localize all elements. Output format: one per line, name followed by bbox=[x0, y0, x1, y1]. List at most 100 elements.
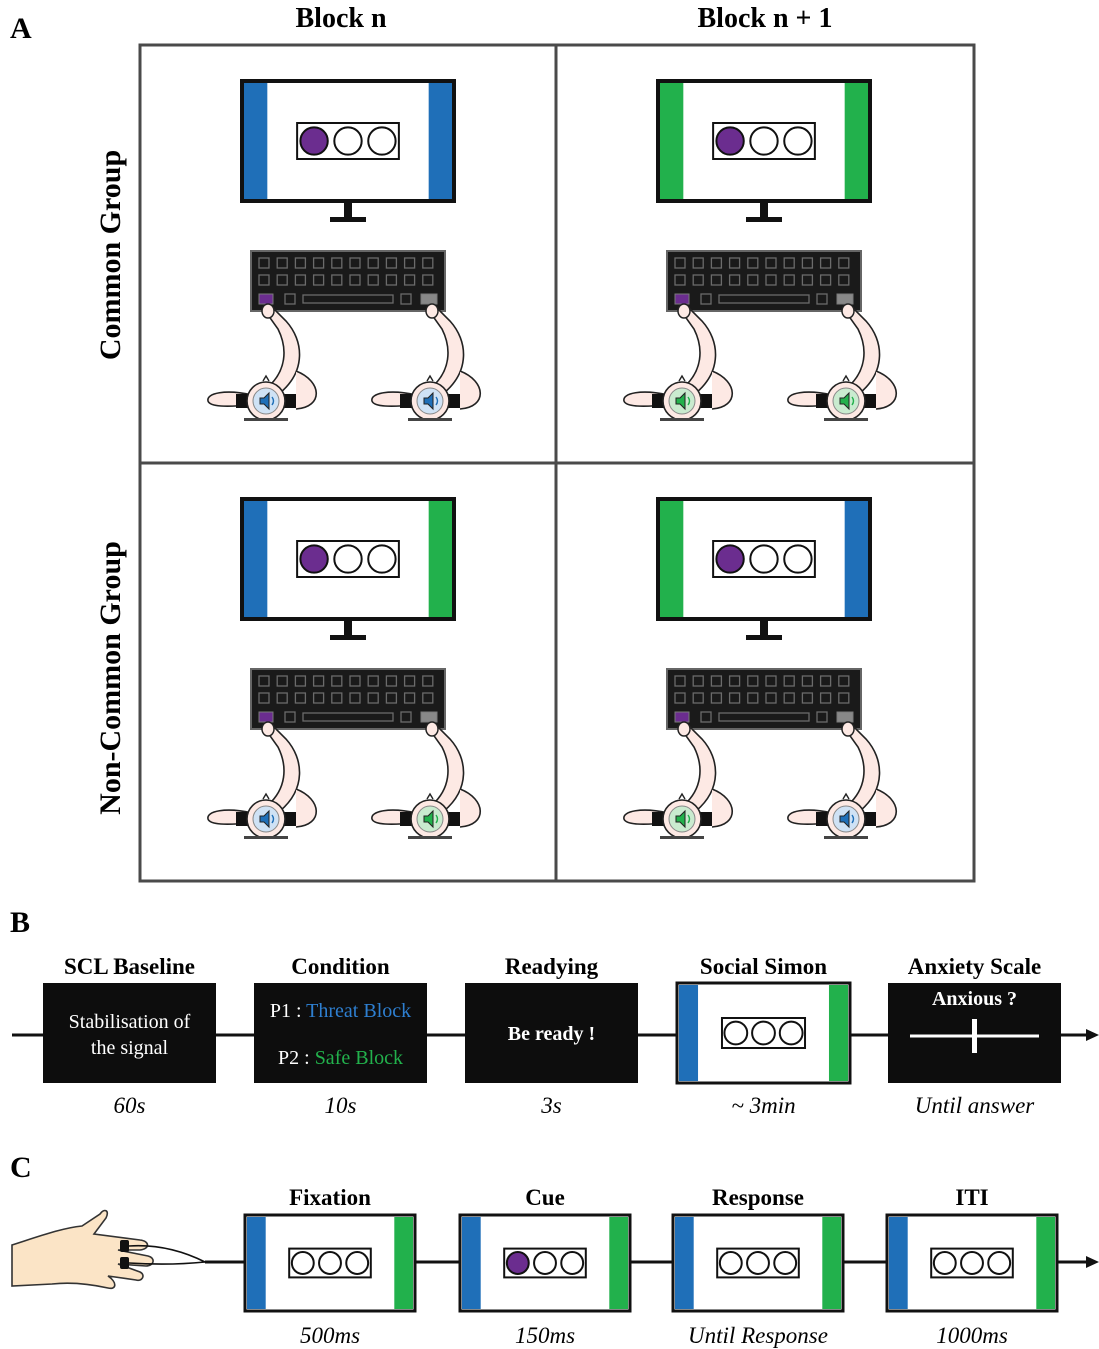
screen-right-bar bbox=[822, 1217, 841, 1309]
stage-text: Be ready ! bbox=[508, 1023, 595, 1045]
stage-text: the signal bbox=[91, 1037, 169, 1059]
key bbox=[819, 675, 832, 687]
response-key-left bbox=[674, 293, 690, 305]
grid-cell bbox=[623, 497, 898, 839]
cue-circles bbox=[712, 540, 816, 578]
stage-duration: 10s bbox=[325, 1093, 357, 1118]
key bbox=[349, 692, 361, 704]
response-key-left bbox=[258, 711, 274, 723]
key bbox=[816, 293, 828, 305]
key bbox=[400, 293, 412, 305]
screen-left-bar bbox=[660, 83, 684, 199]
stimulus-screen bbox=[675, 981, 852, 1085]
head-top bbox=[842, 792, 850, 800]
key bbox=[710, 274, 723, 286]
speaker-icon bbox=[259, 391, 270, 411]
key bbox=[284, 711, 296, 723]
key bbox=[692, 692, 704, 704]
cue-circle bbox=[560, 1251, 585, 1275]
timeline-stage: Social Simon~ 3min bbox=[675, 954, 852, 1118]
stage-duration: 60s bbox=[114, 1093, 146, 1118]
chair bbox=[824, 836, 868, 839]
key bbox=[331, 257, 343, 269]
stage-title: SCL Baseline bbox=[64, 954, 195, 979]
stage-box bbox=[465, 983, 638, 1083]
panel-b: B SCL Baseline 60s Stabilisation of the sign… bbox=[10, 906, 1099, 1118]
grid-cell bbox=[623, 79, 898, 421]
electrode-wire bbox=[128, 1261, 206, 1265]
screen-right-bar bbox=[1036, 1217, 1055, 1309]
row-header: Common Group bbox=[94, 150, 127, 360]
stimulus-screen bbox=[671, 1213, 845, 1313]
sound-wave bbox=[435, 396, 439, 406]
chair bbox=[408, 836, 452, 839]
cue-circle-filled bbox=[299, 544, 329, 574]
key bbox=[276, 257, 288, 269]
key bbox=[747, 692, 759, 704]
monitor-neck bbox=[760, 201, 768, 219]
condition-line-p1: P1 : Threat Block bbox=[270, 1000, 411, 1022]
key bbox=[284, 293, 296, 305]
sound-wave bbox=[435, 814, 439, 824]
monitor-base bbox=[330, 217, 366, 222]
cue-circles bbox=[296, 540, 400, 578]
cue-circle bbox=[783, 544, 813, 574]
key bbox=[674, 675, 686, 687]
key bbox=[403, 274, 416, 286]
spacebar bbox=[302, 712, 394, 722]
keyboard bbox=[666, 250, 862, 312]
monitor bbox=[240, 79, 456, 222]
shoulder bbox=[875, 788, 898, 828]
key bbox=[710, 257, 723, 269]
electrode bbox=[120, 1257, 129, 1269]
stage-duration: Until answer bbox=[915, 1093, 1036, 1118]
spacebar bbox=[718, 294, 810, 304]
key bbox=[700, 293, 712, 305]
shoulder bbox=[711, 788, 734, 828]
sound-wave bbox=[687, 814, 691, 824]
response-key-right bbox=[420, 293, 438, 305]
shoulder bbox=[295, 788, 318, 828]
keyboard-body bbox=[250, 668, 446, 730]
response-key-right bbox=[420, 711, 438, 723]
keyboard-body bbox=[666, 668, 862, 730]
speaker-icon bbox=[839, 809, 850, 829]
stimulus-screen bbox=[656, 79, 872, 203]
stimulus-screen bbox=[240, 497, 456, 621]
key bbox=[783, 692, 795, 704]
key bbox=[692, 675, 704, 687]
arm bbox=[430, 725, 465, 812]
timeline-c-arrow bbox=[1086, 1256, 1099, 1268]
key bbox=[728, 675, 741, 687]
key bbox=[349, 675, 361, 687]
trial-stage-duration: 1000ms bbox=[936, 1323, 1008, 1348]
key bbox=[783, 274, 795, 286]
stage-title: Readying bbox=[505, 954, 599, 979]
key bbox=[674, 257, 686, 269]
key bbox=[747, 257, 759, 269]
shoulder bbox=[711, 370, 734, 410]
key bbox=[367, 274, 379, 286]
arm bbox=[846, 307, 881, 394]
screen-right-bar bbox=[609, 1217, 628, 1309]
key bbox=[367, 692, 379, 704]
key bbox=[801, 274, 814, 286]
key bbox=[403, 675, 416, 687]
panel-b-letter: B bbox=[10, 906, 30, 939]
key bbox=[692, 274, 704, 286]
stage-duration: 3s bbox=[540, 1093, 562, 1118]
monitor bbox=[240, 497, 456, 640]
shoulder bbox=[459, 788, 482, 828]
cue-circle-filled bbox=[715, 126, 745, 156]
participant bbox=[371, 721, 482, 839]
stage-text: Stabilisation of bbox=[69, 1011, 191, 1033]
key bbox=[801, 692, 814, 704]
response-key-left bbox=[674, 711, 690, 723]
cue-circles bbox=[296, 122, 400, 160]
key bbox=[331, 692, 343, 704]
cue-circle bbox=[773, 1251, 798, 1275]
stage-duration: ~ 3min bbox=[731, 1093, 795, 1118]
trial-stage-title: Fixation bbox=[289, 1185, 371, 1210]
